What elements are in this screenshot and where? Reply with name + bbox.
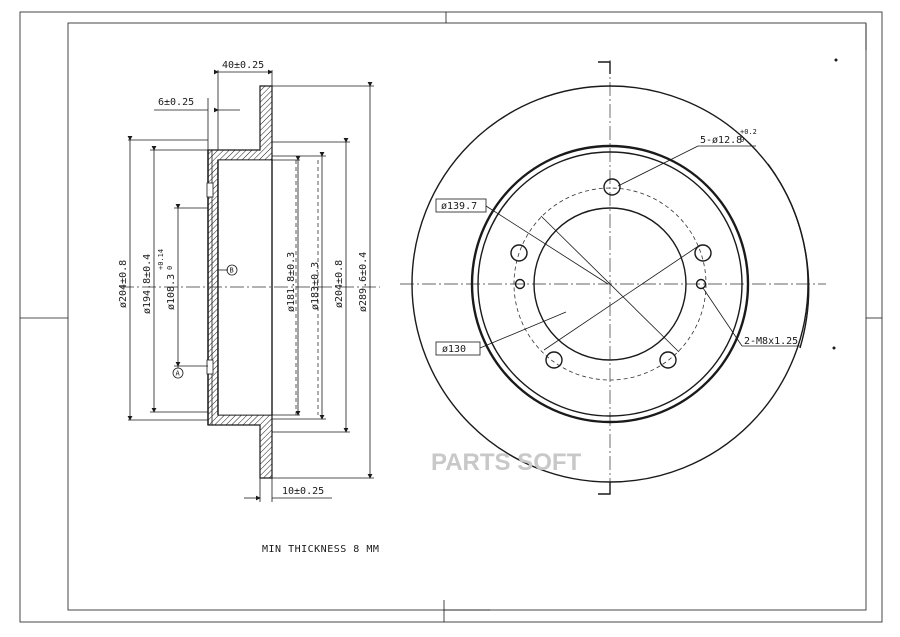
datum-b-marker [226, 264, 238, 276]
callout-bolt-holes-tol-lower: 0 [740, 136, 744, 144]
dim-hat-offset: 6±0.25 [158, 97, 194, 108]
hat-outer [470, 144, 750, 424]
disc-outer-edge [411, 85, 809, 483]
dim-dia-108-tol-lower: 0 [166, 266, 174, 270]
dim-dia-204-right: ø204±0.8 [334, 260, 345, 308]
dim-dia-289: ø289.6±0.4 [358, 252, 369, 312]
callout-threaded-holes: 2-M8x1.25 [744, 336, 798, 347]
threaded-hole [695, 278, 707, 290]
watermark: PARTS SOFT [431, 449, 582, 476]
bolt-hole [694, 244, 712, 262]
datum-b-label: B [230, 267, 234, 275]
callout-bolt-holes: 5-ø12.8 [700, 135, 742, 146]
bolt-hole [603, 178, 621, 196]
side-section-view: 40±0.25 6±0.25 10±0.25 ø204±0.8 ø194.8±0… [118, 60, 380, 502]
bolt-hole [545, 351, 563, 369]
center-bore [533, 207, 687, 361]
dim-dia-183: ø183±0.3 [310, 262, 321, 310]
datum-a-marker [172, 367, 184, 379]
threaded-hole [514, 278, 526, 290]
dim-dia-204-left: ø204±0.8 [118, 260, 129, 308]
callout-pcd: ø139.7 [441, 201, 477, 212]
callout-center-bore: ø130 [442, 344, 466, 355]
min-thickness-note: MIN THICKNESS 8 MM [262, 544, 379, 555]
dim-overall-width: 40±0.25 [222, 60, 264, 71]
bolt-hole [510, 244, 528, 262]
front-view: 5-ø12.8 +0.2 0 ø139.7 ø130 2-M8x1.25 [400, 58, 838, 495]
datum-a-label: A [176, 370, 181, 378]
dim-dia-108: ø108.3 [166, 274, 177, 310]
callout-bolt-holes-tol-upper: +0.2 [740, 128, 757, 136]
dim-dia-108-tol-upper: +0.14 [157, 249, 165, 270]
inner-frame [67, 22, 867, 611]
dim-dia-181: ø181.8±0.3 [286, 252, 297, 312]
dim-disc-thickness: 10±0.25 [282, 486, 324, 497]
outer-frame [19, 11, 883, 623]
bolt-hole [659, 351, 677, 369]
dim-dia-194: ø194.8±0.4 [142, 254, 153, 314]
